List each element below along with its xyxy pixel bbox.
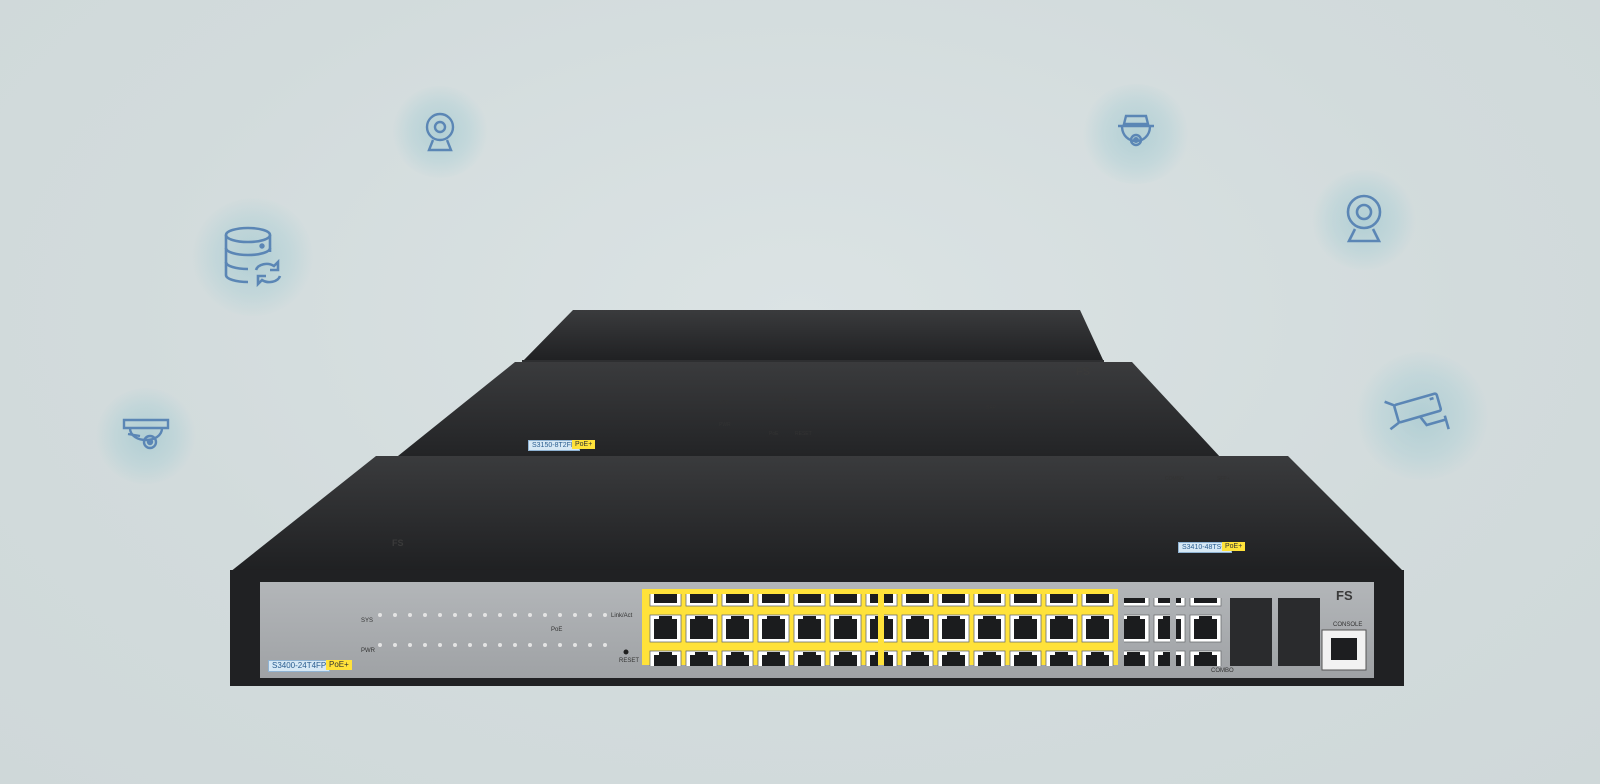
- top-switch-sfp-label: SFP: [986, 405, 996, 411]
- middle-switch-poe-label: PoE+: [1222, 542, 1246, 551]
- camera-icon-1-glow: [392, 86, 488, 178]
- top-switch-pwr-label: PWR: [719, 422, 731, 428]
- database-sync-icon-glow: [192, 198, 314, 316]
- dome-camera-icon-2-glow: [1082, 84, 1190, 184]
- bottom-switch-sys-label: SYS: [361, 618, 374, 624]
- camera-icon: [425, 112, 455, 152]
- bottom-switch-combo-label: COMBO: [1211, 668, 1234, 674]
- camera-icon-2-glow: [1312, 170, 1416, 270]
- middle-switch-combo-label: COMBO: [1165, 476, 1184, 482]
- bottom-switch-poe-status-label: PoE: [551, 627, 563, 633]
- dome-camera-icon: [122, 418, 170, 450]
- bottom-switch-pwr-label: PWR: [361, 648, 375, 654]
- bottom-switch-poe-label: PoE+: [326, 660, 352, 670]
- top-switch-poe-label: PoE+: [572, 440, 596, 449]
- top-switch-sys-label: SYS: [719, 400, 730, 406]
- middle-switch-sfp-label: SFP+: [1217, 476, 1230, 482]
- bullet-camera-icon-glow: [1356, 352, 1488, 480]
- camera-icon: [1346, 194, 1382, 243]
- bullet-camera-icon: [1384, 392, 1450, 431]
- top-switch-console-label: CONSOLE: [1050, 399, 1075, 405]
- bottom-switch-model-label: S3400-24T4FP: [268, 660, 331, 672]
- database-sync-icon: [224, 226, 282, 288]
- middle-switch-brand-logo: FS: [392, 538, 404, 548]
- switch-bottom: [230, 456, 1404, 686]
- dome-camera-icon-1-glow: [96, 388, 196, 484]
- bottom-switch-reset-label: RESET: [619, 658, 640, 664]
- bottom-switch-linkact-label: Link/Act: [611, 613, 633, 619]
- top-switch-poe-status-label: PoE: [769, 431, 779, 437]
- bottom-switch-brand-logo: FS: [1336, 588, 1353, 603]
- dome-camera-icon: [1118, 114, 1154, 147]
- top-switch-reset-label: RESET: [795, 431, 812, 437]
- top-switch-linkact-label: Link/Act: [779, 397, 797, 403]
- top-switch-brand-logo: FS: [1076, 366, 1091, 378]
- bottom-switch-console-label: CONSOLE: [1333, 622, 1363, 628]
